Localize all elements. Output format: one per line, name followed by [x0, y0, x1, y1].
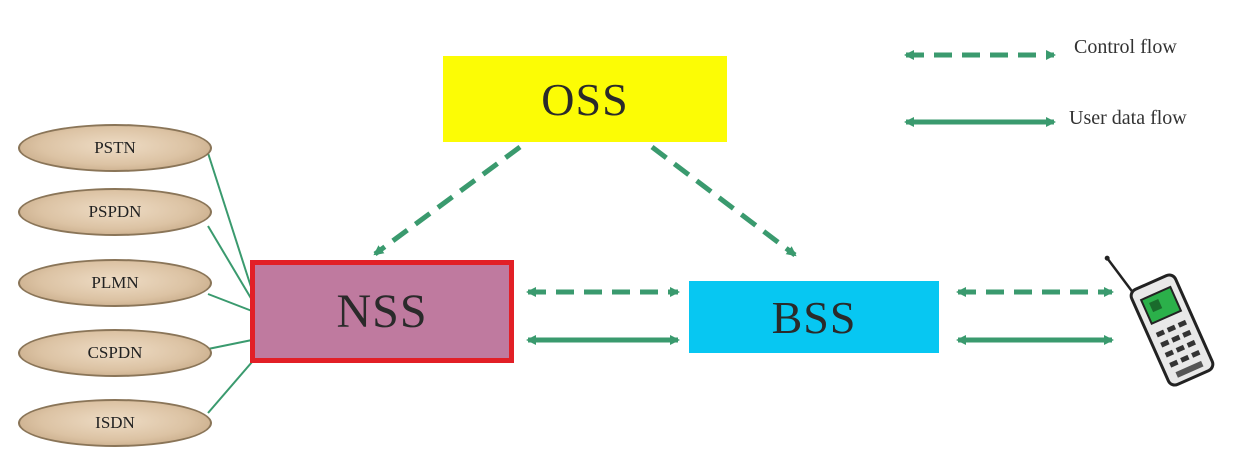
network-label: ISDN — [95, 413, 135, 432]
oss-to-bss-control-arrow — [650, 145, 797, 257]
network-pstn: PSTN — [18, 124, 212, 172]
plmn-link — [207, 293, 253, 312]
oss-label: OSS — [541, 73, 629, 125]
oss-box: OSS — [443, 56, 727, 142]
legend-control-label: Control flow — [1074, 36, 1177, 58]
network-label: PSTN — [94, 138, 136, 157]
isdn-link — [207, 361, 253, 414]
network-plmn: PLMN — [18, 259, 212, 307]
pspdn-link — [207, 225, 253, 301]
bss-label: BSS — [771, 291, 857, 343]
nss-box: NSS — [250, 260, 514, 363]
nss-label: NSS — [336, 285, 428, 338]
network-label: PLMN — [91, 273, 139, 292]
network-label: CSPDN — [87, 343, 143, 362]
bss-box: BSS — [689, 281, 939, 353]
pstn-link — [207, 152, 253, 291]
network-isdn: ISDN — [18, 399, 212, 447]
mobile-phone-icon — [1104, 255, 1215, 387]
network-cspdn: CSPDN — [18, 329, 212, 377]
legend-user-label: User data flow — [1069, 107, 1187, 129]
network-label: PSPDN — [88, 202, 142, 221]
oss-to-nss-control-arrow — [373, 144, 522, 257]
network-pspdn: PSPDN — [18, 188, 212, 236]
cspdn-link — [207, 339, 253, 350]
